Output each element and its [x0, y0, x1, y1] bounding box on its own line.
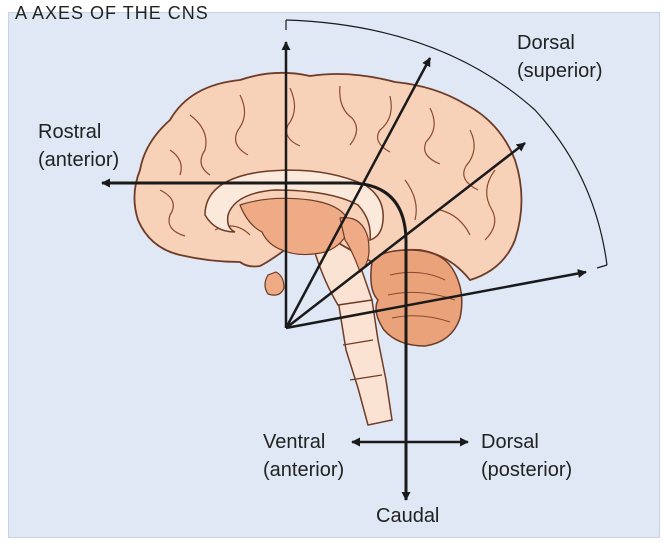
- cortex-sulci: [159, 85, 496, 241]
- thalamus: [239, 197, 351, 256]
- dorsal-superior-sub-label: (superior): [517, 60, 603, 82]
- spinal-cord: [337, 299, 393, 426]
- dorsal-axis-fan: [281, 41, 587, 330]
- figure-heading: A AXES OF THE CNS: [15, 3, 209, 23]
- rostral-label: Rostral: [38, 121, 101, 143]
- dorsal-posterior-label: Dorsal: [481, 431, 539, 453]
- corpus-callosum: [204, 169, 384, 242]
- dorsal-posterior-sub-label: (posterior): [481, 459, 572, 481]
- dorsal-superior-label: Dorsal: [517, 32, 575, 54]
- rostral-anterior-label: (anterior): [38, 149, 119, 171]
- ventral-anterior-label: (anterior): [263, 459, 344, 481]
- pituitary: [264, 271, 285, 296]
- axis-arrow-35deg: [285, 142, 526, 329]
- axis-arrow-60deg: [284, 57, 432, 329]
- ventral-label: Ventral: [263, 431, 325, 453]
- caudal-label: Caudal: [376, 505, 439, 527]
- axis-arrow-horizontal: [285, 269, 587, 330]
- brain-illustration: [133, 71, 523, 426]
- midbrain: [339, 217, 370, 274]
- dorsal-superior-arc: [285, 19, 608, 266]
